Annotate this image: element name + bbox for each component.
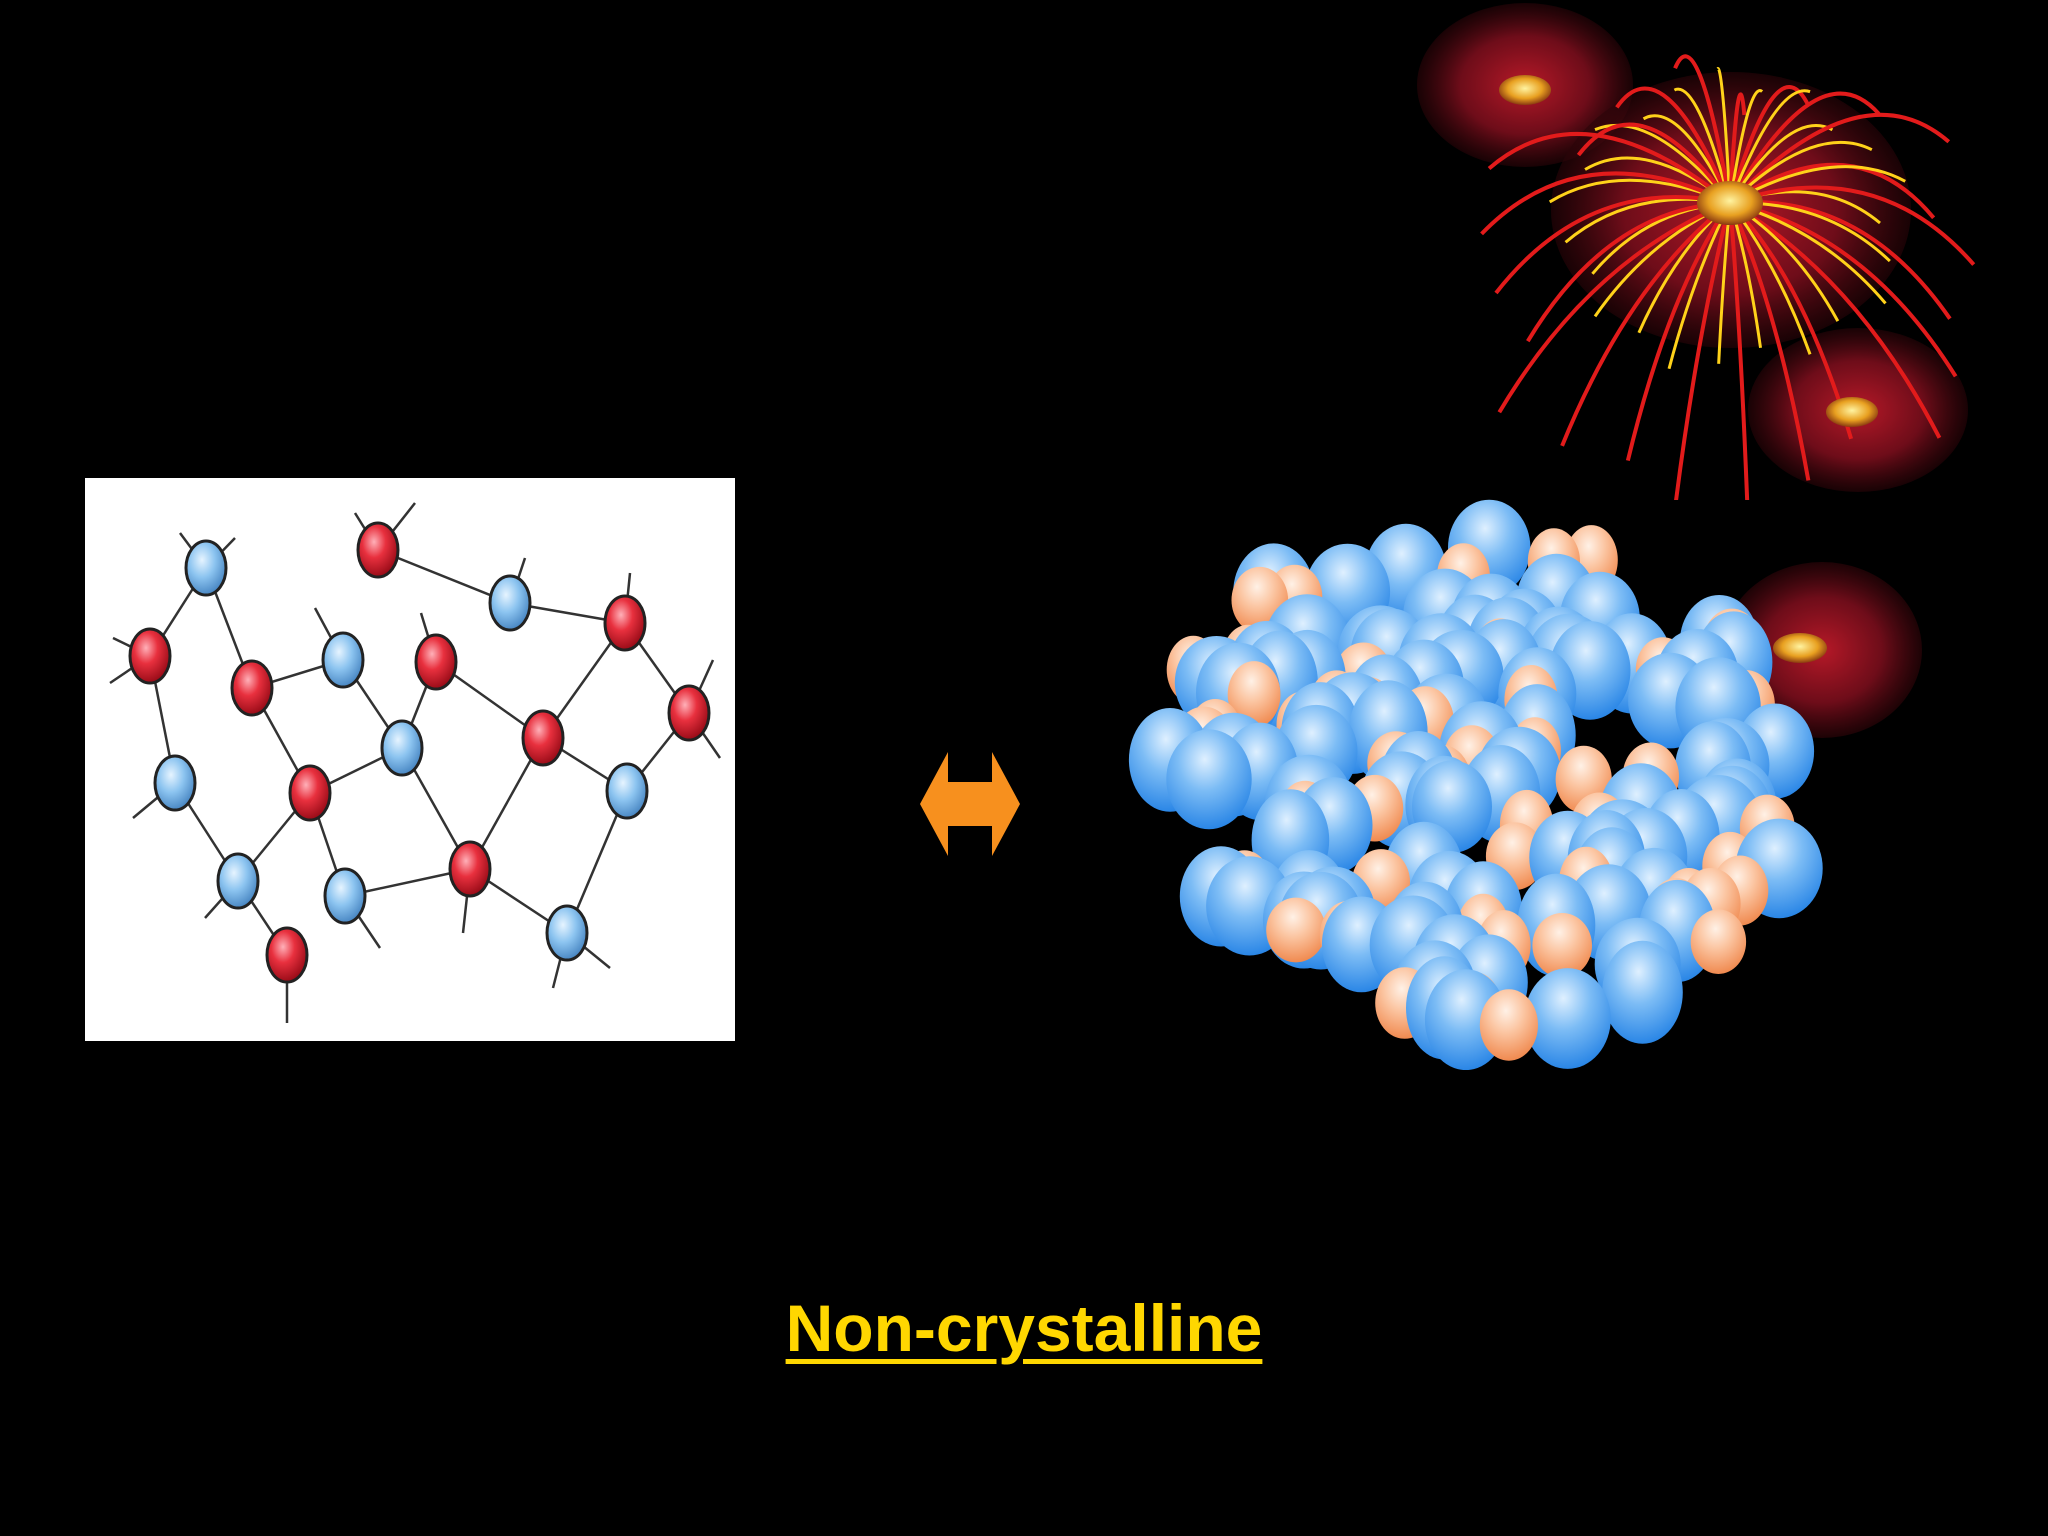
red-atom [603, 594, 647, 652]
firework-graphic [1417, 3, 1976, 528]
blue-sphere [1602, 940, 1683, 1044]
double-headed-arrow-icon [920, 752, 1020, 856]
sphere-cluster-graphic [1128, 499, 1823, 1071]
red-atom [128, 627, 172, 685]
firework-ray [1728, 124, 1834, 204]
blue-atom [605, 762, 649, 820]
red-atom [356, 521, 400, 579]
firework-ray [1728, 89, 1811, 204]
firework-ray [1594, 123, 1732, 204]
orange-sphere [1479, 989, 1538, 1061]
firework-core [1826, 397, 1878, 427]
firework-core [1499, 75, 1551, 105]
random-sphere-cluster [1120, 490, 1840, 1071]
blue-atom [323, 867, 367, 925]
red-atom [230, 659, 274, 717]
red-atom [265, 926, 309, 984]
firework-ray [1728, 89, 1764, 204]
firework-ray [1729, 201, 1942, 439]
orange-sphere [1227, 661, 1281, 728]
red-atom [667, 684, 711, 742]
orange-sphere [1532, 913, 1592, 978]
red-atom [448, 840, 492, 898]
firework-ray [1729, 185, 1976, 266]
blue-sphere [1524, 968, 1611, 1069]
blue-atom [380, 719, 424, 777]
firework-ray [1728, 202, 1811, 481]
firework-ray [1728, 85, 1811, 204]
firework-ray [1728, 201, 1854, 440]
spheres [1128, 499, 1823, 1071]
double-headed-arrow-shape [920, 752, 1020, 856]
firework-ray [1673, 87, 1732, 204]
blue-sphere [1166, 729, 1252, 830]
blue-atom [321, 631, 365, 689]
firework-core [1697, 181, 1763, 225]
blue-atom [184, 539, 228, 597]
arrow-body [920, 752, 1020, 856]
red-atom [288, 764, 332, 822]
slide-caption: Non-crystalline [785, 1291, 1263, 1365]
blue-atom [153, 754, 197, 812]
firework-ray [1497, 201, 1731, 414]
firework-ray [1625, 201, 1732, 462]
amorphous-network-diagram [109, 502, 722, 1023]
firework-ray [1728, 91, 1881, 204]
atoms [128, 521, 711, 984]
firework-ray [1615, 86, 1732, 204]
firework-ray [1673, 54, 1732, 204]
orange-sphere [1266, 897, 1326, 963]
glow-core [1773, 633, 1827, 663]
firework-ray [1728, 140, 1873, 205]
firework-ray [1560, 201, 1732, 447]
firework-ray [1480, 171, 1731, 236]
firework-ray [1728, 112, 1951, 205]
firework-ray [1716, 67, 1732, 204]
red-atom [521, 709, 565, 767]
blue-atom [488, 574, 532, 632]
firework-ray [1494, 195, 1731, 295]
firework-ray [1670, 202, 1732, 528]
firework-ray [1576, 122, 1732, 205]
blue-atom [545, 904, 589, 962]
firework-clipart [1405, 0, 2048, 528]
firework-ray [1728, 202, 1750, 512]
blue-atom [216, 852, 260, 910]
orange-sphere [1690, 909, 1747, 974]
amorphous-network-panel [85, 478, 735, 1041]
red-atom [414, 633, 458, 691]
firework-ray [1728, 92, 1747, 204]
firework-ray [1729, 201, 1958, 378]
